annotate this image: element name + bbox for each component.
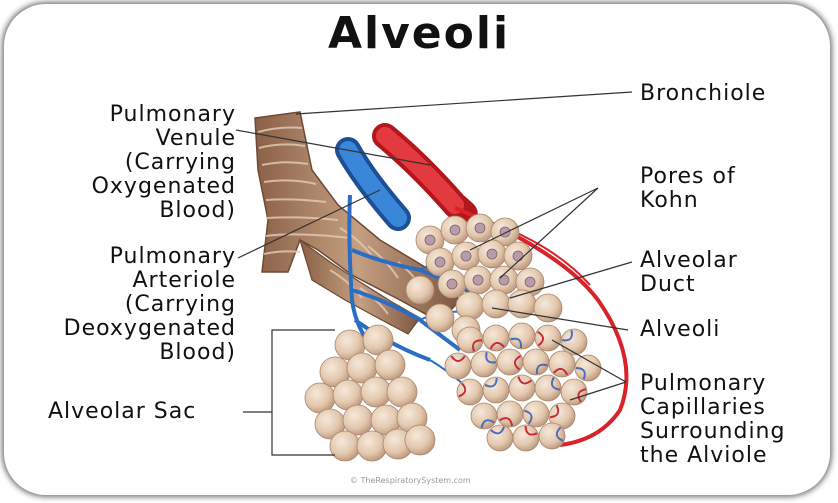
capillary-alveolus [535, 375, 561, 401]
capillary-alveolus [483, 325, 509, 351]
alveolus-ball [387, 377, 417, 407]
pore-of-kohn [525, 277, 535, 287]
label-line: the Alviole [640, 444, 785, 468]
pulmonary-arteriole-label: Pulmonary Arteriole (Carrying Deoxygenat… [18, 245, 236, 365]
capillary-alveolus [457, 379, 483, 405]
capillary-alveolus [471, 351, 497, 377]
alveolus-ball [456, 292, 484, 320]
pore-of-kohn [499, 275, 509, 285]
label-line: Surrounding [640, 420, 785, 444]
pulmonary-venule-label: Pulmonary Venule (Carrying Oxygenated Bl… [28, 103, 236, 223]
alveolus-ball [343, 405, 373, 435]
label-line: Duct [640, 273, 738, 297]
capillary-alveolus [535, 325, 561, 351]
page-title: Alveoli [0, 8, 838, 59]
label-line: Deoxygenated [18, 317, 236, 341]
label-line: Capillaries [640, 396, 785, 420]
alveolus-ball [426, 304, 454, 332]
label-line: Oxygenated [28, 175, 236, 199]
label-line: (Carrying [28, 151, 236, 175]
pore-of-kohn [475, 223, 485, 233]
pore-of-kohn [447, 279, 457, 289]
alveoli-label: Alveoli [640, 318, 720, 342]
alveolus-ball [406, 276, 434, 304]
pore-of-kohn [487, 249, 497, 259]
alveolus-ball [305, 383, 335, 413]
alveolus-ball [482, 290, 510, 318]
alveolus-ball [375, 350, 405, 380]
alveolar-sac-label: Alveolar Sac [48, 400, 196, 424]
capillary-alveolus [471, 403, 497, 429]
pulmonary-capillaries-label: Pulmonary Capillaries Surrounding the Al… [640, 372, 785, 468]
pores-of-kohn-label: Pores of Kohn [640, 165, 736, 213]
bronchiole-label: Bronchiole [640, 82, 766, 106]
capillary-network [445, 323, 601, 451]
label-line: Pores of [640, 165, 736, 189]
pore-of-kohn [473, 275, 483, 285]
capillary-alveolus [509, 323, 535, 349]
capillary-alveolus [497, 401, 523, 427]
capillary-alveolus [561, 379, 587, 405]
capillary-alveolus [523, 401, 549, 427]
label-line: Pulmonary [640, 372, 785, 396]
capillary-alveolus [445, 353, 471, 379]
label-line: (Carrying [18, 293, 236, 317]
alveolus-ball [357, 431, 387, 461]
label-line: Venule [28, 127, 236, 151]
capillary-alveolus [539, 423, 565, 449]
pore-of-kohn [425, 235, 435, 245]
pore-of-kohn [461, 251, 471, 261]
label-line: Kohn [640, 189, 736, 213]
alveolus-ball [361, 377, 391, 407]
pore-of-kohn [435, 257, 445, 267]
capillary-alveolus [487, 425, 513, 451]
capillary-alveolus [509, 375, 535, 401]
alveolus-ball [534, 294, 562, 322]
label-line: Alveolar [640, 249, 738, 273]
pore-of-kohn [513, 251, 523, 261]
label-line: Blood) [18, 341, 236, 365]
capillary-alveolus [549, 351, 575, 377]
alveolus-ball [330, 431, 360, 461]
capillary-alveolus [497, 349, 523, 375]
alveolar-duct-label: Alveolar Duct [640, 249, 738, 297]
copyright-credit: © TheRespiratorySystem.com [350, 476, 471, 485]
alveolus-ball [405, 425, 435, 455]
label-line: Blood) [28, 199, 236, 223]
alveolar-sac-cluster [305, 325, 435, 461]
label-line: Arteriole [18, 269, 236, 293]
pore-of-kohn [450, 225, 460, 235]
label-line: Pulmonary [18, 245, 236, 269]
label-line: Pulmonary [28, 103, 236, 127]
